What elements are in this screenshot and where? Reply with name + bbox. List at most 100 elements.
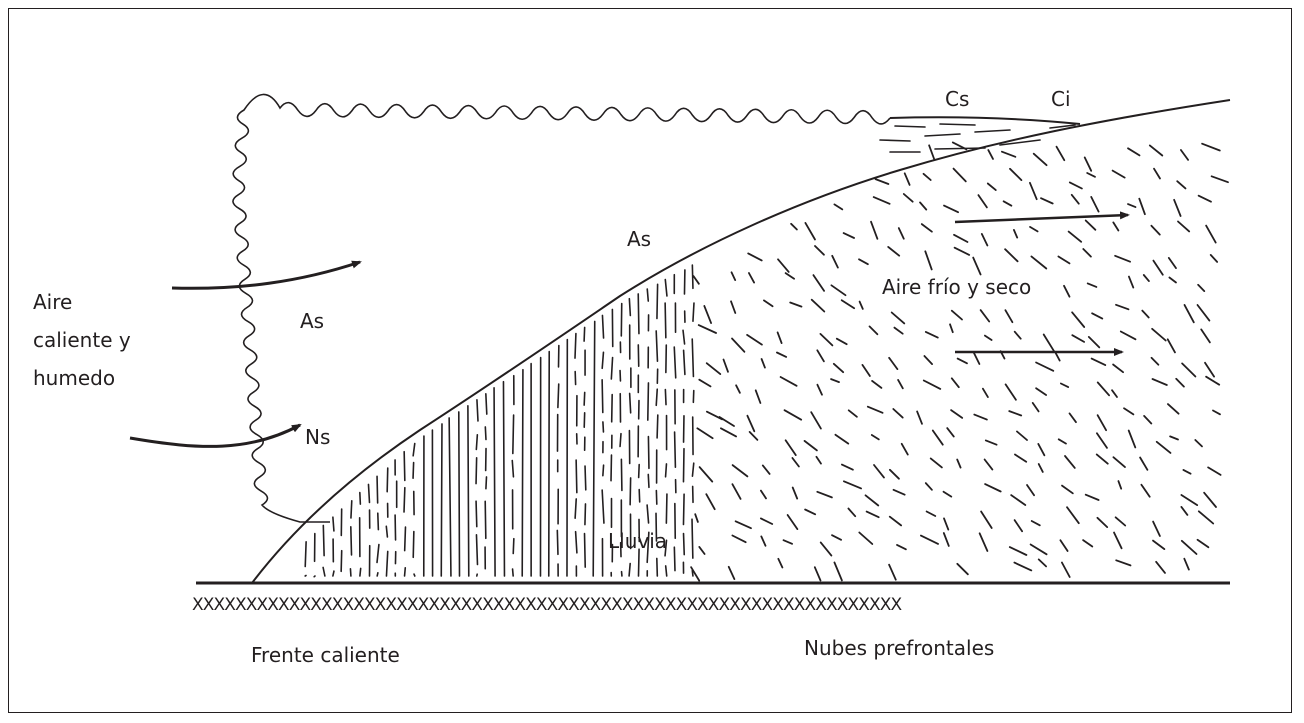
- cold-air-dash-261: [1167, 403, 1180, 415]
- cold-air-dash-198: [1066, 506, 1080, 525]
- rain-stroke-68: [521, 368, 524, 577]
- cold-air-dash-218: [1111, 169, 1126, 179]
- cold-air-dash-158: [1004, 309, 1014, 324]
- cold-air-dash-96: [887, 245, 901, 257]
- cold-air-dash-139: [986, 182, 997, 192]
- cold-air-dash-199: [1059, 539, 1069, 552]
- rain-stroke-100: [602, 421, 605, 433]
- cold-air-dash-211: [1096, 414, 1107, 432]
- cold-air-dash-192: [1054, 352, 1061, 362]
- cold-air-dash-276: [1204, 361, 1215, 378]
- cold-air-dash-15: [722, 358, 729, 373]
- cold-air-dash-1: [703, 304, 712, 325]
- cold-air-dash-113: [924, 330, 939, 339]
- cold-air-dash-94: [902, 193, 914, 203]
- cold-air-dash-100: [897, 378, 904, 390]
- cold-air-dash-124: [943, 204, 959, 214]
- rain-stroke-55: [484, 426, 487, 441]
- rain-stroke-16: [359, 567, 362, 577]
- rain-stroke-48: [476, 398, 479, 422]
- warm-air-arrow-upper: [171, 260, 362, 290]
- cold-air-dash-85: [861, 363, 871, 377]
- cold-air-dash-34: [760, 517, 774, 525]
- cold-air-dash-73: [834, 433, 850, 445]
- cold-air-dash-180: [1026, 484, 1035, 497]
- cold-air-dash-31: [748, 430, 759, 441]
- cold-air-dash-212: [1096, 432, 1108, 449]
- rain-stroke-3: [313, 575, 316, 578]
- cold-air-dash-237: [1150, 224, 1161, 236]
- cold-air-dash-186: [1070, 193, 1080, 205]
- cold-air-dash-143: [979, 309, 991, 323]
- cold-air-dash-268: [1201, 142, 1221, 152]
- rain-stroke-80: [574, 332, 577, 359]
- cold-air-dash-242: [1150, 356, 1160, 366]
- cold-air-dash-76: [847, 507, 857, 518]
- cold-air-dash-148: [984, 439, 998, 446]
- cold-air-dash-239: [1142, 274, 1150, 283]
- cold-air-dash-252: [1176, 180, 1187, 190]
- cold-air-dash-152: [978, 532, 989, 552]
- cold-air-dash-248: [1152, 520, 1161, 537]
- cold-air-dash-135: [943, 517, 950, 531]
- rain-stroke-186: [691, 338, 695, 378]
- rain-stroke-95: [583, 532, 587, 568]
- cold-air-dash-205: [1082, 248, 1092, 258]
- cold-air-dash-104: [892, 488, 906, 496]
- cold-air-dash-232: [1113, 531, 1123, 550]
- cold-air-dash-91: [865, 510, 880, 519]
- cold-air-dash-256: [1168, 276, 1177, 284]
- cold-air-dash-125: [953, 233, 969, 243]
- cold-air-dash-241: [1151, 327, 1167, 342]
- cold-air-dash-38: [784, 272, 795, 280]
- cold-air-dash-144: [984, 334, 993, 341]
- warm-air-arrow-lower: [129, 423, 302, 448]
- cold-air-dash-250: [1155, 560, 1166, 574]
- rain-stroke-158: [664, 302, 667, 339]
- cold-air-dash-195: [1057, 438, 1067, 445]
- rain-stroke-14: [359, 491, 362, 505]
- rain-stroke-26: [385, 525, 389, 538]
- cold-air-dash-45: [791, 457, 800, 468]
- rain-stroke-125: [628, 392, 632, 414]
- cirrostratus-label: Cs: [945, 87, 970, 111]
- cold-air-dash-279: [1194, 439, 1203, 448]
- cold-air-dash-178: [1037, 442, 1046, 457]
- cold-air-dash-184: [1055, 145, 1066, 162]
- cold-air-dash-13: [730, 300, 737, 314]
- cold-air-dash-149: [983, 458, 994, 471]
- cold-air-dash-226: [1111, 389, 1118, 398]
- cold-air-dash-246: [1139, 456, 1149, 471]
- cold-air-dash-10: [698, 546, 706, 555]
- cold-air-dash-219: [1127, 203, 1137, 209]
- cold-air-dash-71: [830, 378, 840, 384]
- rain-stroke-146: [646, 531, 650, 564]
- rain-stroke-177: [682, 349, 686, 376]
- cold-air-dash-270: [1197, 194, 1212, 203]
- cold-air-dash-114: [923, 355, 933, 366]
- cold-air-dash-223: [1115, 303, 1130, 311]
- rain-stroke-151: [655, 388, 659, 407]
- cold-air-dash-69: [835, 337, 848, 346]
- cold-air-dash-207: [1091, 312, 1104, 320]
- rain-stroke-129: [628, 562, 631, 577]
- warm-front-label: Frente caliente: [251, 643, 400, 667]
- cold-air-dash-213: [1095, 453, 1109, 465]
- cold-air-dash-39: [789, 301, 803, 308]
- rain-stroke-135: [637, 463, 640, 479]
- cold-air-dash-35: [760, 535, 767, 547]
- rain-stroke-37: [412, 442, 416, 457]
- cold-air-dash-43: [783, 409, 803, 421]
- rain-stroke-122: [628, 297, 632, 317]
- rain-stroke-118: [620, 458, 623, 492]
- rain-stroke-64: [511, 459, 515, 478]
- cold-air-dash-129: [956, 357, 968, 365]
- rain-stroke-11: [350, 499, 353, 519]
- cold-air-arrow-upper: [954, 211, 1130, 224]
- cold-air-dash-243: [1151, 378, 1168, 386]
- cold-air-dash-255: [1167, 256, 1177, 270]
- cold-air-dash-157: [1004, 248, 1019, 263]
- rain-stroke-47: [467, 404, 470, 577]
- cold-air-dash-53: [810, 298, 826, 313]
